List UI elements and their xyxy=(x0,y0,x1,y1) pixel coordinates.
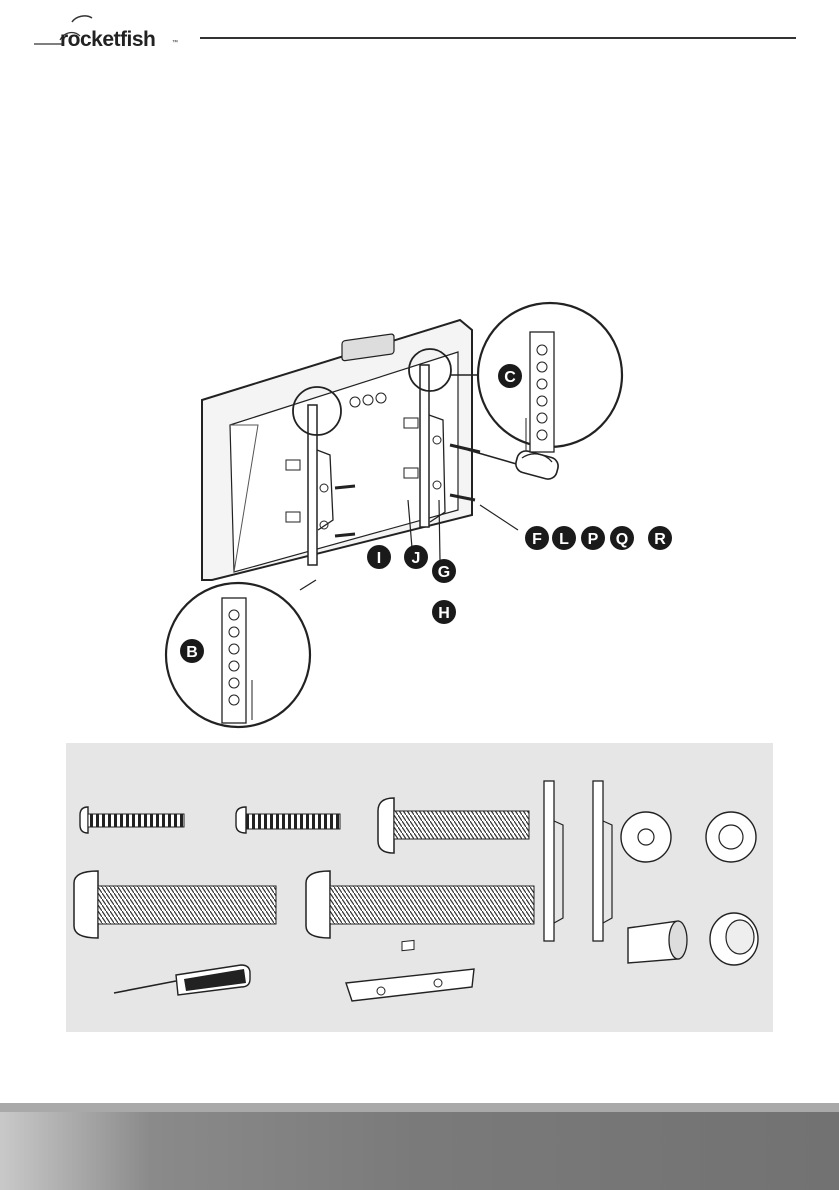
svg-text:R: R xyxy=(654,531,666,548)
screw-long-1 xyxy=(74,871,276,938)
callout-r: R xyxy=(648,526,672,550)
tv-back-panel xyxy=(202,320,472,580)
callout-l: L xyxy=(552,526,576,550)
callout-i: I xyxy=(367,545,391,569)
callout-g: G xyxy=(432,559,456,583)
callout-j: J xyxy=(404,545,428,569)
spacer xyxy=(628,921,687,963)
callout-q: Q xyxy=(610,526,634,550)
bubble-level xyxy=(346,940,474,1001)
svg-text:F: F xyxy=(532,531,542,548)
callout-p: P xyxy=(581,526,605,550)
leader-line-f xyxy=(480,505,518,530)
screwdriver xyxy=(114,965,250,995)
svg-text:J: J xyxy=(412,550,421,567)
svg-text:H: H xyxy=(438,605,450,622)
callout-f: F xyxy=(525,526,549,550)
svg-text:B: B xyxy=(186,644,198,661)
screw-medium xyxy=(378,798,529,853)
callout-h: H xyxy=(432,600,456,624)
brand-name: rocketfish xyxy=(60,28,155,52)
svg-text:I: I xyxy=(377,550,381,567)
callout-b: B xyxy=(180,639,204,663)
washer-1 xyxy=(621,812,671,862)
svg-text:L: L xyxy=(559,531,569,548)
svg-text:C: C xyxy=(504,369,516,386)
footer-band xyxy=(0,1103,839,1190)
footer-top-strip xyxy=(0,1103,839,1112)
screw-small-1 xyxy=(80,807,184,833)
callout-c: C xyxy=(498,364,522,388)
page-header: rocketfish ™ xyxy=(0,0,839,70)
svg-text:G: G xyxy=(438,564,450,581)
screw-small-2 xyxy=(236,807,340,833)
header-rule xyxy=(200,37,796,39)
svg-text:P: P xyxy=(588,531,599,548)
brand-trademark: ™ xyxy=(172,40,178,46)
wall-plate-bracket-2 xyxy=(593,781,612,941)
svg-text:Q: Q xyxy=(616,531,628,548)
installation-diagram: C B F L P Q R I J G H xyxy=(150,290,710,730)
screw-long-2 xyxy=(306,871,534,938)
parts-panel xyxy=(66,743,773,1032)
washer-2 xyxy=(706,812,756,862)
parts-illustration xyxy=(66,743,773,1032)
wall-plate-bracket-1 xyxy=(544,781,563,941)
spacer-ring xyxy=(710,913,758,965)
